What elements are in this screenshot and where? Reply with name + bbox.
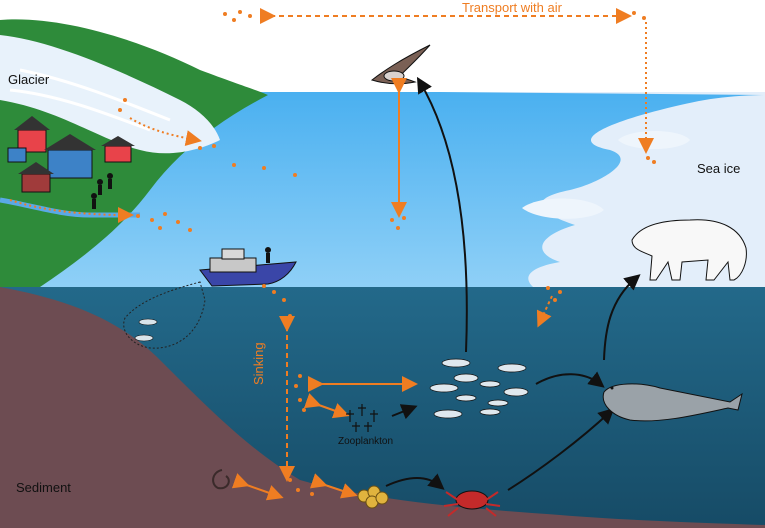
ice-particles: [646, 156, 656, 164]
glacier-label: Glacier: [8, 72, 50, 87]
glacier-streaks: [9, 68, 171, 132]
mussel-to-crab-arrow: [385, 473, 445, 490]
seafloor: [0, 287, 765, 528]
zooplankton-label: Zooplankton: [338, 436, 394, 447]
river-runoff-arrow: [9, 199, 134, 223]
zooplankton-icon: [346, 404, 378, 432]
sinking-label: Sinking: [251, 342, 266, 385]
air-particles: [223, 10, 646, 22]
ice-floe-2: [522, 198, 604, 219]
worm-icon: [212, 469, 230, 490]
air-water-particles: [390, 216, 406, 230]
glacier-melt-arrow: [129, 117, 202, 146]
ice-melt-arrow: [536, 295, 553, 328]
crab-to-seal-arrow: [507, 407, 615, 491]
people-icon: [91, 173, 113, 209]
fish-school-icon: [429, 358, 529, 419]
sediment-label: Sediment: [16, 480, 71, 495]
worm-sediment-arrow: [231, 473, 284, 501]
ice-edge-particles: [546, 286, 562, 302]
houses-icon: [7, 116, 135, 193]
glacier: [0, 35, 220, 154]
glacier-particles: [118, 98, 297, 232]
ice-floe-1: [618, 131, 690, 149]
fishing-net-icon: [123, 281, 206, 349]
zoo-to-fish-arrow: [391, 404, 418, 420]
water-zoo-exchange-arrow: [303, 393, 350, 419]
fishing-boat-icon: [199, 247, 297, 287]
seal-to-bear-arrow: [603, 274, 641, 361]
seal-icon: [602, 383, 743, 422]
fish-to-seal-arrow: [535, 371, 605, 388]
sea-ice-label: Sea ice: [697, 161, 741, 176]
mussel-sediment-arrow: [309, 473, 358, 499]
fish-to-bird-arrow: [416, 76, 468, 353]
polar-bear-icon: [631, 219, 747, 281]
mussel-cluster-icon: [357, 485, 389, 509]
transport-with-air-label: Transport with air: [462, 0, 562, 15]
crab-icon: [443, 490, 501, 517]
